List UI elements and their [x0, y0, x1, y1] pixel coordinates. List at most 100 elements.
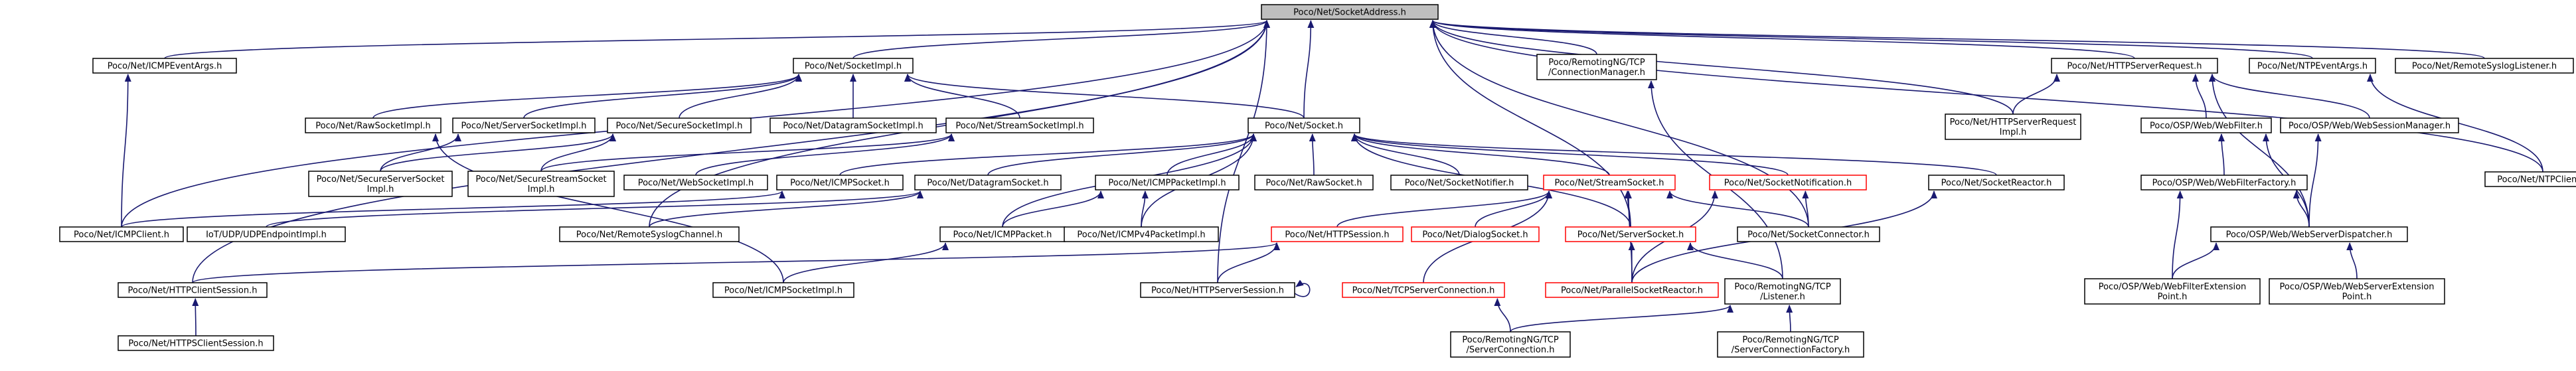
node-remotesyslogchannel[interactable]: Poco/Net/RemoteSyslogChannel.h [559, 226, 740, 242]
node-box [2051, 58, 2218, 74]
node-httpsclientsession[interactable]: Poco/Net/HTTPSClientSession.h [118, 335, 274, 351]
node-socketreactor[interactable]: Poco/Net/SocketReactor.h [1928, 175, 2065, 190]
node-ntpclient[interactable]: Poco/Net/NTPClient.h [2484, 171, 2576, 187]
node-socketaddress[interactable]: Poco/Net/SocketAddress.h [1261, 4, 1439, 20]
node-socketimpl[interactable]: Poco/Net/SocketImpl.h [793, 58, 914, 74]
edge-secureserversocketimpl-to-serversocketimpl [380, 133, 461, 172]
edge-secureserversocketimpl-to-securesocketimpl [380, 133, 616, 172]
node-httpclientsession[interactable]: Poco/Net/HTTPClientSession.h [118, 282, 268, 298]
node-icmppacketimpl[interactable]: Poco/Net/ICMPPacketImpl.h [1095, 175, 1240, 190]
node-label: Poco/Net/RawSocket.h [1265, 179, 1362, 188]
node-websocketimpl[interactable]: Poco/Net/WebSocketImpl.h [623, 175, 768, 190]
node-httpserverrequest[interactable]: Poco/Net/HTTPServerRequest.h [2051, 58, 2218, 74]
node-icmpclient[interactable]: Poco/Net/ICMPClient.h [59, 226, 184, 242]
node-tcp-listener[interactable]: Poco/RemotingNG/TCP/Listener.h [1724, 278, 1841, 305]
node-box [1709, 175, 1867, 190]
node-dialogsocket[interactable]: Poco/Net/DialogSocket.h [1411, 226, 1540, 242]
node-streamsocket[interactable]: Poco/Net/StreamSocket.h [1543, 175, 1676, 190]
node-socketconnector[interactable]: Poco/Net/SocketConnector.h [1737, 226, 1880, 242]
node-label: Poco/Net/StreamSocket.h [1555, 179, 1664, 188]
edge-socketimpl-to-socketaddress [852, 20, 1270, 59]
node-label: Poco/Net/SocketNotification.h [1724, 179, 1852, 188]
node-httpserversession[interactable]: Poco/Net/HTTPServerSession.h [1140, 282, 1295, 298]
node-securesocketimpl[interactable]: Poco/Net/SecureSocketImpl.h [607, 117, 752, 133]
edge-webfilterextpoint-to-webfilterfactory [2172, 190, 2184, 279]
node-box [308, 171, 453, 197]
node-conn-manager[interactable]: Poco/RemotingNG/TCP/ConnectionManager.h [1536, 54, 1657, 80]
edge-icmppacketimpl-to-socket [1167, 133, 1257, 176]
node-label: Poco/Net/DatagramSocketImpl.h [783, 121, 924, 131]
node-box [2210, 226, 2408, 242]
node-icmpv4packetimpl[interactable]: Poco/Net/ICMPv4PacketImpl.h [1064, 226, 1219, 242]
node-httpsession[interactable]: Poco/Net/HTTPSession.h [1271, 226, 1404, 242]
node-label: Poco/Net/SocketAddress.h [1293, 8, 1406, 18]
edge-httpserverrequestimpl-to-httpserverrequest [2012, 74, 2060, 115]
node-streamsocketimpl[interactable]: Poco/Net/StreamSocketImpl.h [945, 117, 1094, 133]
graph-nodes: Poco/Net/SocketAddress.hPoco/Net/ICMPEve… [59, 4, 2576, 358]
node-label: Poco/Net/SecureStreamSocket [475, 175, 606, 185]
node-udpendpointimpl[interactable]: IoT/UDP/UDPEndpointImpl.h [187, 226, 346, 242]
node-serversocketimpl[interactable]: Poco/Net/ServerSocketImpl.h [452, 117, 596, 133]
node-icmpsocket[interactable]: Poco/Net/ICMPSocket.h [776, 175, 904, 190]
edge-socketnotifier-to-socket [1351, 133, 1460, 176]
node-label: Poco/Net/HTTPServerRequest [1950, 117, 2077, 127]
node-box [1545, 282, 1719, 298]
node-parallelsocketreactor[interactable]: Poco/Net/ParallelSocketReactor.h [1545, 282, 1719, 298]
node-box [712, 282, 854, 298]
node-label: Impl.h [528, 185, 555, 194]
node-webfilterfactory[interactable]: Poco/OSP/Web/WebFilterFactory.h [2140, 175, 2308, 190]
edge-websocketimpl-to-streamsocketimpl [695, 133, 955, 176]
node-rawsocketimpl[interactable]: Poco/Net/RawSocketImpl.h [305, 117, 442, 133]
node-box [1411, 226, 1540, 242]
node-box [2269, 278, 2445, 305]
node-label: Poco/RemotingNG/TCP [1742, 335, 1839, 345]
node-socketnotification[interactable]: Poco/Net/SocketNotification.h [1709, 175, 1867, 190]
node-serverconnectionfactory[interactable]: Poco/RemotingNG/TCP/ServerConnectionFact… [1717, 331, 1864, 358]
node-label: Point.h [2342, 292, 2372, 302]
edge-socketnotification-to-socket [1351, 133, 1789, 176]
edge-webserverdispatcher-to-httpserverrequest [2209, 74, 2310, 228]
node-websessionmanager[interactable]: Poco/OSP/Web/WebSessionManager.h [2280, 117, 2459, 133]
node-serversocket[interactable]: Poco/Net/ServerSocket.h [1565, 226, 1696, 242]
node-label: Poco/Net/ServerSocket.h [1577, 230, 1684, 240]
node-label: Poco/OSP/Web/WebFilterExtension [2099, 282, 2247, 292]
node-box [1737, 226, 1880, 242]
node-webfilter[interactable]: Poco/OSP/Web/WebFilter.h [2140, 117, 2272, 133]
node-serverconnection[interactable]: Poco/RemotingNG/TCP/ServerConnection.h [1450, 331, 1571, 358]
node-rawsocket[interactable]: Poco/Net/RawSocket.h [1254, 175, 1374, 190]
node-ntpeventargs[interactable]: Poco/Net/NTPEventArgs.h [2249, 58, 2376, 74]
node-socketnotifier[interactable]: Poco/Net/SocketNotifier.h [1390, 175, 1528, 190]
edge-streamsocketimpl-to-socketimpl [904, 74, 1020, 119]
node-icmppacket[interactable]: Poco/Net/ICMPPacket.h [939, 226, 1066, 242]
node-box [769, 117, 937, 133]
node-remotesysloglistener[interactable]: Poco/Net/RemoteSyslogListener.h [2395, 58, 2574, 74]
node-icmpeventargs[interactable]: Poco/Net/ICMPEventArgs.h [92, 58, 237, 74]
node-box [1536, 54, 1657, 80]
node-label: Poco/OSP/Web/WebFilter.h [2150, 121, 2263, 131]
edge-ntpeventargs-to-socketaddress [1429, 20, 2313, 59]
graph-edges [121, 20, 2543, 336]
node-datagramsocket[interactable]: Poco/Net/DatagramSocket.h [914, 175, 1062, 190]
node-box [2395, 58, 2574, 74]
node-webserverdispatcher[interactable]: Poco/OSP/Web/WebServerDispatcher.h [2210, 226, 2408, 242]
node-socket[interactable]: Poco/Net/Socket.h [1248, 117, 1360, 133]
node-datagramsocketimpl[interactable]: Poco/Net/DatagramSocketImpl.h [769, 117, 937, 133]
edge-icmpsocketimpl-to-icmppacket [783, 242, 949, 283]
node-label: Poco/Net/ParallelSocketReactor.h [1561, 286, 1703, 296]
edge-httpserverrequestimpl-to-socketaddress [1429, 20, 2014, 115]
node-label: Poco/Net/HTTPServerRequest.h [2067, 62, 2202, 72]
node-label: Poco/Net/NTPClient.h [2497, 175, 2576, 185]
edge-conn-manager-to-socketaddress [1429, 20, 1597, 55]
node-tcpserverconnection[interactable]: Poco/Net/TCPServerConnection.h [1342, 282, 1505, 298]
node-box [1248, 117, 1360, 133]
node-box [1095, 175, 1240, 190]
node-box [1724, 278, 1841, 305]
node-label: Poco/Net/ICMPPacket.h [953, 230, 1052, 240]
node-label: /ServerConnection.h [1467, 345, 1555, 355]
node-icmpsocketimpl[interactable]: Poco/Net/ICMPSocketImpl.h [712, 282, 854, 298]
